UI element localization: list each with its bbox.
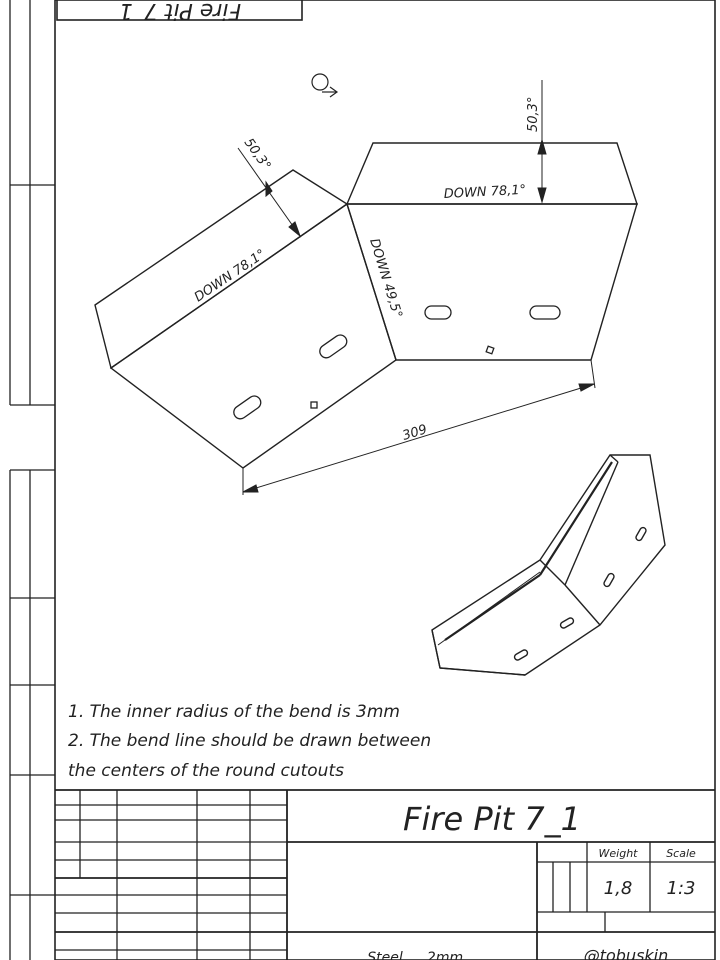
dim-length: 309 [401,422,429,444]
isometric-view [431,454,666,676]
dimension-lines [237,80,596,495]
left-base-panel [109,202,397,469]
material-text: Steel [367,950,403,960]
scale-label: Scale [666,847,696,860]
header-stamp-box: Fire Pit 7_1 [56,0,303,23]
scale-value: 1:3 [667,878,696,899]
bend-lines [110,203,637,369]
round-cutout [310,401,318,409]
dim-left-angle: 50,3° [241,136,274,174]
thickness-text: 2mm [427,950,463,960]
weight-label: Weight [599,847,639,860]
weight-value: 1,8 [604,878,633,899]
flat-pattern [94,142,638,469]
dim-right-bend: DOWN 78,1° [443,183,526,202]
slot-cutout [424,305,452,320]
author-text: @tobuskin [584,946,669,960]
left-flange [94,169,349,370]
dim-right-angle: 50,3° [526,97,541,132]
view-direction-icon [311,73,339,98]
sheet-frame [54,0,716,960]
notes: 1. The inner radius of the bend is 3mm 2… [68,702,431,781]
slot-cutout [233,395,262,420]
title-block-name: Fire Pit 7_1 [403,800,581,838]
cutouts [233,305,561,420]
slot-cutout [529,305,561,320]
header-stamp-text: Fire Pit 7_1 [119,0,241,23]
round-cutout [485,345,495,355]
title-block [55,789,715,960]
note-2: 2. The bend line should be drawn between [68,731,431,751]
dim-left-bend: DOWN 78,1° [192,247,269,306]
note-1: 1. The inner radius of the bend is 3mm [68,702,400,722]
dim-middle-bend: DOWN 49,5° [366,237,404,320]
note-3: the centers of the round cutouts [68,761,344,781]
left-margin-table [9,0,55,960]
slot-cutout [319,334,348,359]
